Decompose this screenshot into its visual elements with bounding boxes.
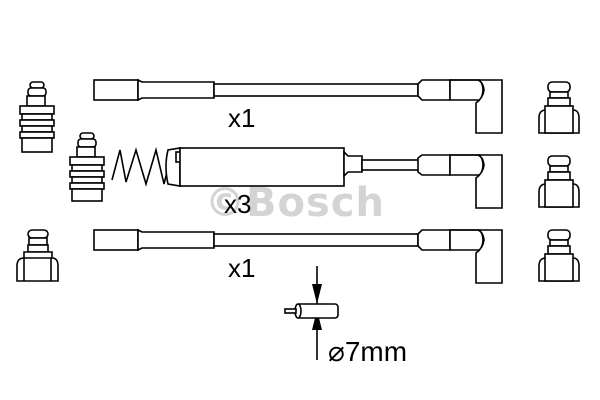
diameter-detail: [284, 266, 339, 360]
spring: [111, 146, 173, 187]
quantity-label-top: x1: [228, 103, 256, 133]
right-boot-bottom: [538, 229, 580, 282]
cable-top: [93, 78, 503, 134]
quantity-label-middle: x3: [224, 189, 252, 219]
left-boot-plain-bottom: [16, 229, 59, 282]
quantity-label-bottom: x1: [228, 253, 256, 283]
cable-bottom: [93, 228, 503, 284]
right-boot-middle: [538, 155, 580, 208]
left-boot-ribbed-middle: [69, 132, 105, 202]
diameter-label: ⌀7mm: [328, 336, 408, 367]
left-boot-ribbed-top: [19, 81, 55, 153]
watermark-bosch: ©Bosch: [205, 180, 385, 226]
right-boot-top: [538, 81, 580, 134]
cable-middle: [111, 146, 503, 209]
